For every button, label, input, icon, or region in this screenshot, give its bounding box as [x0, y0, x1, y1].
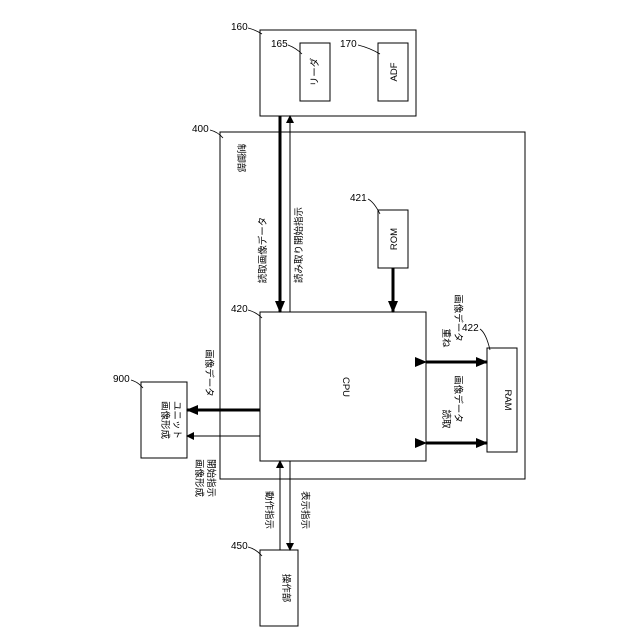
- image-forming-unit-ref-number: 900: [113, 374, 130, 385]
- read-start-instruction-label: 読み取り開始指示: [293, 207, 305, 283]
- operation-unit-label: 操作部: [280, 574, 292, 603]
- overlay-image-data-label-line1: 重ね: [440, 328, 452, 348]
- ram-label: RAM: [502, 389, 513, 410]
- cpu-ref-number: 420: [231, 304, 248, 315]
- scanner-ref-number: 160: [231, 22, 248, 33]
- controller-label: 制御部: [235, 144, 247, 173]
- image-data-label: 画像データ: [203, 349, 215, 397]
- cpu-label: CPU: [340, 377, 351, 397]
- scanned-image-data-label-line1: 読取: [440, 409, 452, 429]
- controller-ref-number: 400: [192, 124, 209, 135]
- operation-unit-ref-number: 450: [231, 541, 248, 552]
- image-forming-start-label-line2: 開始指示: [205, 459, 217, 497]
- adf-ref-number: 170: [340, 39, 357, 50]
- reader-label: リーダ: [309, 57, 321, 86]
- operation-unit-block: [260, 550, 298, 626]
- image-forming-start-label-line1: 画像形成: [193, 459, 205, 498]
- display-instruction-label: 表示指示: [299, 491, 311, 529]
- scanned-image-data-label-line2: 画像データ: [452, 375, 464, 423]
- adf-label: ADF: [389, 62, 400, 81]
- reader-ref-number: 165: [271, 39, 288, 50]
- ram-ref-number: 422: [462, 323, 479, 334]
- rom-ref-number: 421: [350, 193, 367, 204]
- read-image-data-label: 読取画像データ: [257, 217, 269, 284]
- rom-label: ROM: [389, 228, 400, 250]
- operation-instruction-label: 動作指示: [263, 491, 275, 529]
- image-forming-unit-label-line1: 画像形成: [159, 401, 171, 440]
- overlay-image-data-label-line2: 画像データ: [452, 294, 464, 342]
- image-forming-unit-label-line2: ユニット: [171, 401, 182, 439]
